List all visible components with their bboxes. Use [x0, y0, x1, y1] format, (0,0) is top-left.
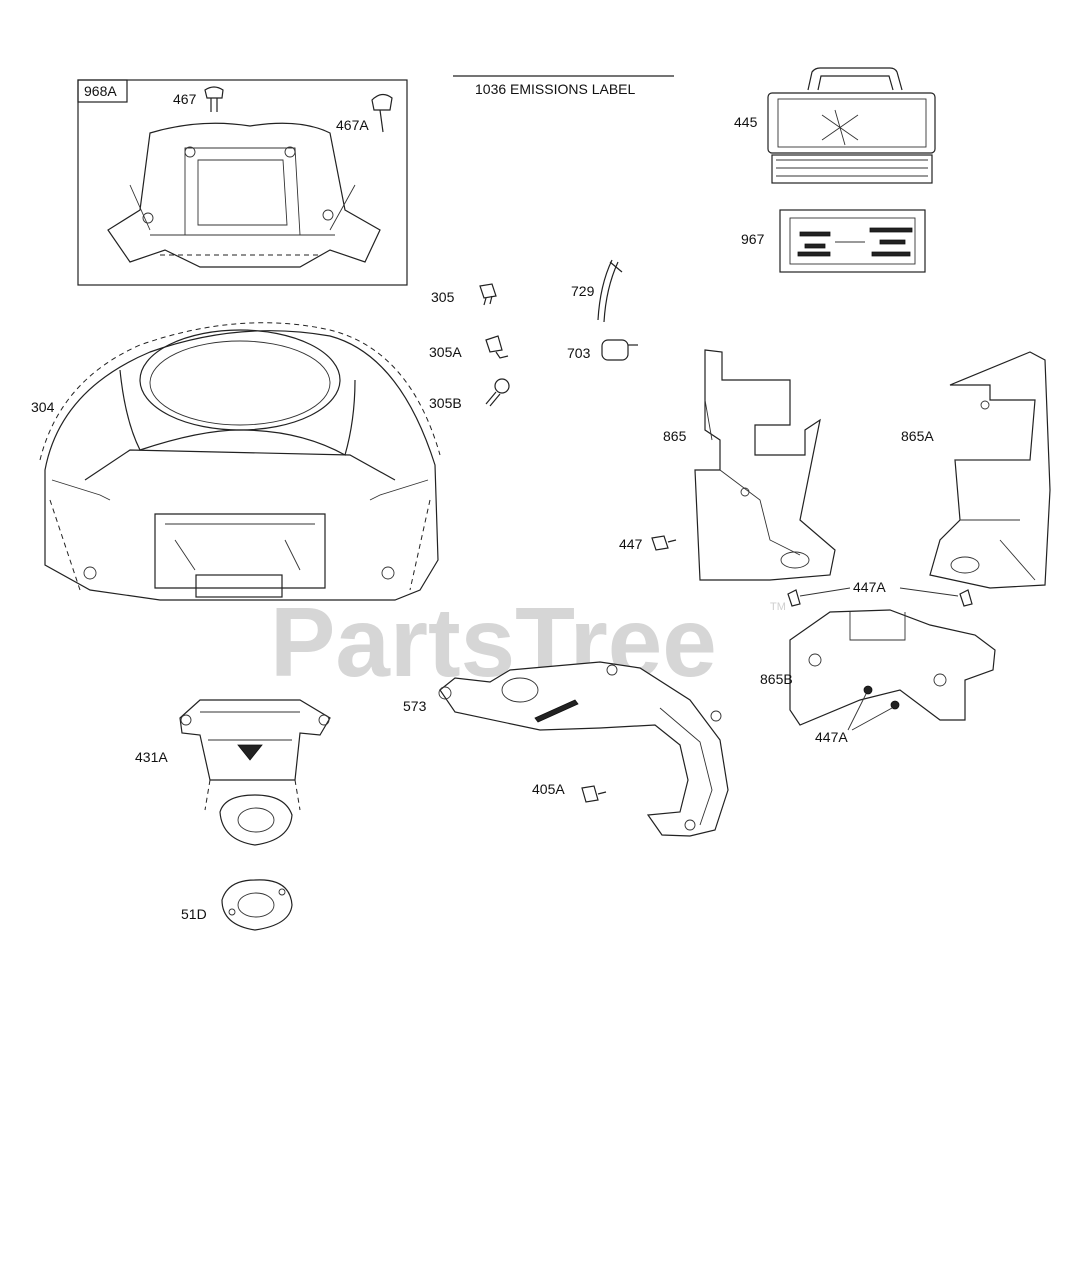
label-968A: 968A	[84, 83, 117, 99]
part-431A-adapter[interactable]	[179, 699, 331, 846]
label-865: 865	[663, 428, 687, 444]
label-447A-bottom: 447A	[815, 729, 848, 745]
label-305A: 305A	[429, 344, 462, 360]
label-405A: 405A	[532, 781, 565, 797]
label-1036: 1036 EMISSIONS LABEL	[475, 81, 636, 97]
part-703-clamp[interactable]	[601, 339, 638, 361]
part-865A-baffle[interactable]	[929, 351, 1051, 589]
part-447A-screws-top[interactable]	[787, 587, 973, 607]
part-865B-baffle[interactable]	[789, 609, 996, 726]
part-968A-kit[interactable]	[77, 79, 408, 286]
watermark-tm: TM	[770, 601, 786, 613]
part-305-bolt[interactable]	[479, 283, 497, 306]
part-447-screw[interactable]	[651, 535, 677, 551]
part-305A-screw[interactable]	[485, 335, 509, 359]
kit-968A-frame	[77, 79, 408, 286]
label-447: 447	[619, 536, 643, 552]
part-967-label[interactable]	[779, 209, 926, 273]
part-51D-gasket[interactable]	[221, 879, 293, 931]
label-729: 729	[571, 283, 595, 299]
label-431A: 431A	[135, 749, 168, 765]
label-305: 305	[431, 289, 455, 305]
part-305B-screw[interactable]	[485, 378, 510, 407]
label-447A-top: 447A	[853, 579, 886, 595]
label-304: 304	[31, 399, 55, 415]
label-703: 703	[567, 345, 591, 361]
label-865A: 865A	[901, 428, 934, 444]
label-865B: 865B	[760, 671, 793, 687]
part-447A-screws-bottom[interactable]	[847, 693, 893, 731]
label-445: 445	[734, 114, 758, 130]
part-573-back-plate[interactable]	[438, 661, 729, 837]
part-865-baffle[interactable]	[694, 349, 836, 581]
label-467A: 467A	[336, 117, 369, 133]
label-51D: 51D	[181, 906, 207, 922]
label-305B: 305B	[429, 395, 462, 411]
label-573: 573	[403, 698, 427, 714]
part-729-tie[interactable]	[597, 259, 623, 323]
label-967: 967	[741, 231, 765, 247]
label-467: 467	[173, 91, 197, 107]
part-304-blower-housing[interactable]	[39, 322, 441, 601]
part-445-air-filter[interactable]	[767, 67, 936, 184]
kit-968A-tab	[77, 79, 128, 103]
part-405A-screw[interactable]	[581, 785, 607, 803]
